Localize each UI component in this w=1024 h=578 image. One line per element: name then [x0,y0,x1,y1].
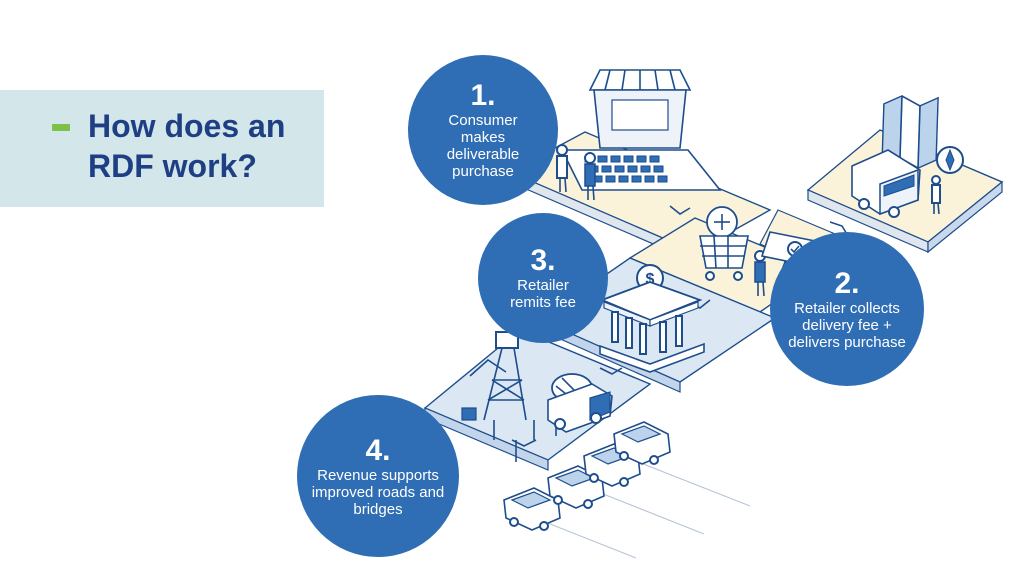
step-4-circle: 4. Revenue supports improved roads and b… [297,395,459,557]
step-1-circle: 1. Consumer makes deliverable purchase [408,55,558,205]
step-3-circle: 3. Retailer remits fee [478,213,608,343]
cement-mixer-icon [547,373,613,433]
compass-icon [936,146,964,174]
step-3-number: 3. [530,244,556,277]
svg-text:$: $ [646,271,655,288]
car-icon [613,421,671,465]
step-4-text: Revenue supports improved roads and brid… [311,466,445,518]
step-1-text: Consumer makes deliverable purchase [446,112,520,180]
bank-icon: $ [599,264,705,373]
step-3-text: Retailer remits fee [510,277,576,311]
step-2-number: 2. [834,266,860,300]
delivery-van-icon [851,149,941,218]
step-4-number: 4. [365,433,391,467]
path-arrow-1 [669,205,691,215]
path-arrow-4 [599,367,623,375]
title-panel [0,90,324,207]
consumer-figures [556,144,596,201]
platform-construction [423,329,652,471]
step-2-text: Retailer collects delivery fee + deliver… [788,299,906,351]
car-icon [503,487,561,531]
laptop-storefront-icon [560,69,722,191]
road-lines [539,457,751,559]
step-1-number: 1. [470,79,496,112]
title-bullet-dash [52,124,70,131]
page-title: How does an RDF work? [88,108,286,184]
construction-tower-icon [461,331,557,462]
step-2-circle: 2. Retailer collects delivery fee + deli… [770,232,924,386]
shopping-cart-icon [699,206,766,297]
